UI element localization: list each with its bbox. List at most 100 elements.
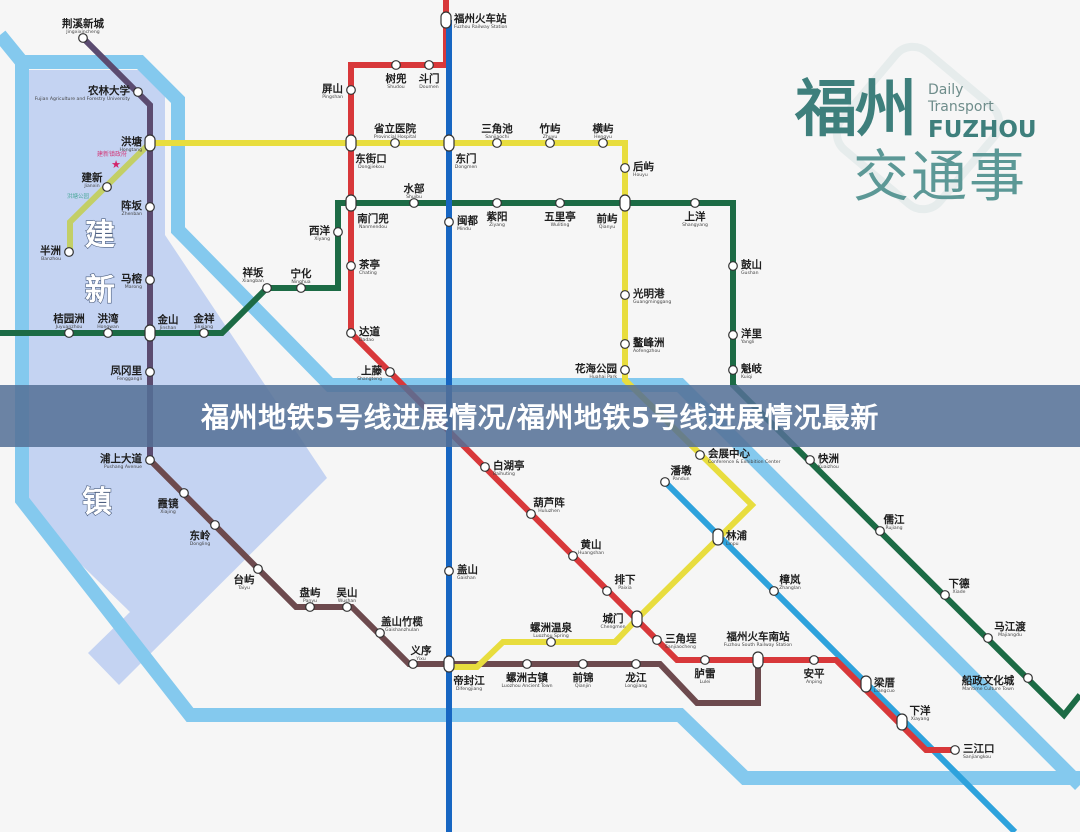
station-pinyin: Dongmen xyxy=(455,164,477,170)
station-pinyin: Wushan xyxy=(338,598,356,604)
station-marker xyxy=(522,659,532,669)
station-name: 盖山竹榄 xyxy=(381,615,423,628)
station-pinyin: Linpu xyxy=(726,541,739,547)
interchange-marker xyxy=(440,11,452,29)
interchange-marker xyxy=(860,675,872,693)
station-pinyin: Shuibu xyxy=(406,194,422,200)
station-name: 排下 xyxy=(615,573,636,586)
station-name: 上藤 xyxy=(361,364,382,377)
station-name: 上洋 xyxy=(685,210,706,223)
interchange-marker xyxy=(443,655,455,673)
station-name: 金山 xyxy=(157,313,179,326)
station-pinyin: Chengmen xyxy=(601,624,626,630)
station-marker xyxy=(145,455,155,465)
district-label: 镇 xyxy=(82,485,112,520)
station-pinyin: Aofengzhou xyxy=(633,348,660,354)
station-pinyin: Yixu xyxy=(415,656,426,662)
interchange-marker xyxy=(619,194,631,212)
station-name: 祥坂 xyxy=(243,266,264,279)
station-name: 台屿 xyxy=(234,573,255,586)
station-pinyin: Maritime Culture Town xyxy=(962,686,1014,692)
station-marker xyxy=(983,633,993,643)
